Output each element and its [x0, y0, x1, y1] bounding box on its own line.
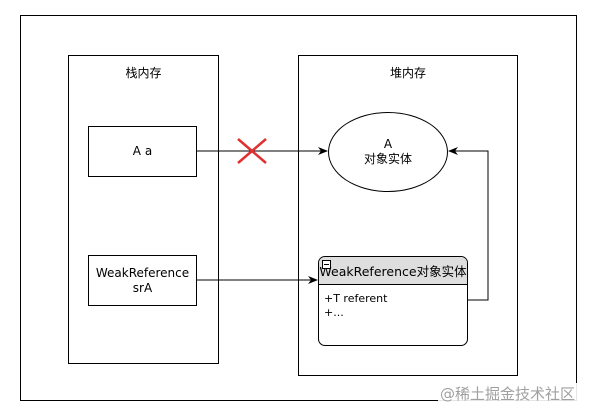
weak-reference-box[interactable]: WeakReference srA — [88, 255, 197, 306]
class-header: WeakReference对象实体 — [319, 257, 467, 285]
collapse-icon[interactable] — [322, 260, 331, 269]
arrow-referent-to-object — [448, 147, 489, 301]
object-a-label-line1: A — [383, 137, 393, 151]
stack-memory-panel: 栈内存 — [68, 55, 219, 364]
stack-memory-title: 栈内存 — [125, 66, 162, 80]
object-a-label-line2: 对象实体 — [363, 152, 412, 166]
heap-memory-title: 堆内存 — [389, 66, 426, 80]
broken-reference-cross-icon — [237, 138, 267, 164]
object-a-ellipse[interactable]: A 对象实体 — [328, 112, 448, 192]
weak-reference-label-line1: WeakReference — [95, 265, 190, 280]
class-fields: +T referent +... — [324, 292, 387, 320]
class-field: +... — [324, 306, 344, 319]
weak-reference-label-line2: srA — [132, 280, 153, 295]
weak-reference-object-class[interactable]: WeakReference对象实体 +T referent +... — [318, 256, 468, 346]
reference-a-box[interactable]: A a — [88, 126, 197, 177]
class-field: +T referent — [324, 292, 388, 305]
class-title: WeakReference对象实体 — [319, 264, 467, 279]
watermark: @稀土掘金技术社区 — [437, 383, 577, 404]
reference-a-label: A a — [132, 144, 153, 158]
